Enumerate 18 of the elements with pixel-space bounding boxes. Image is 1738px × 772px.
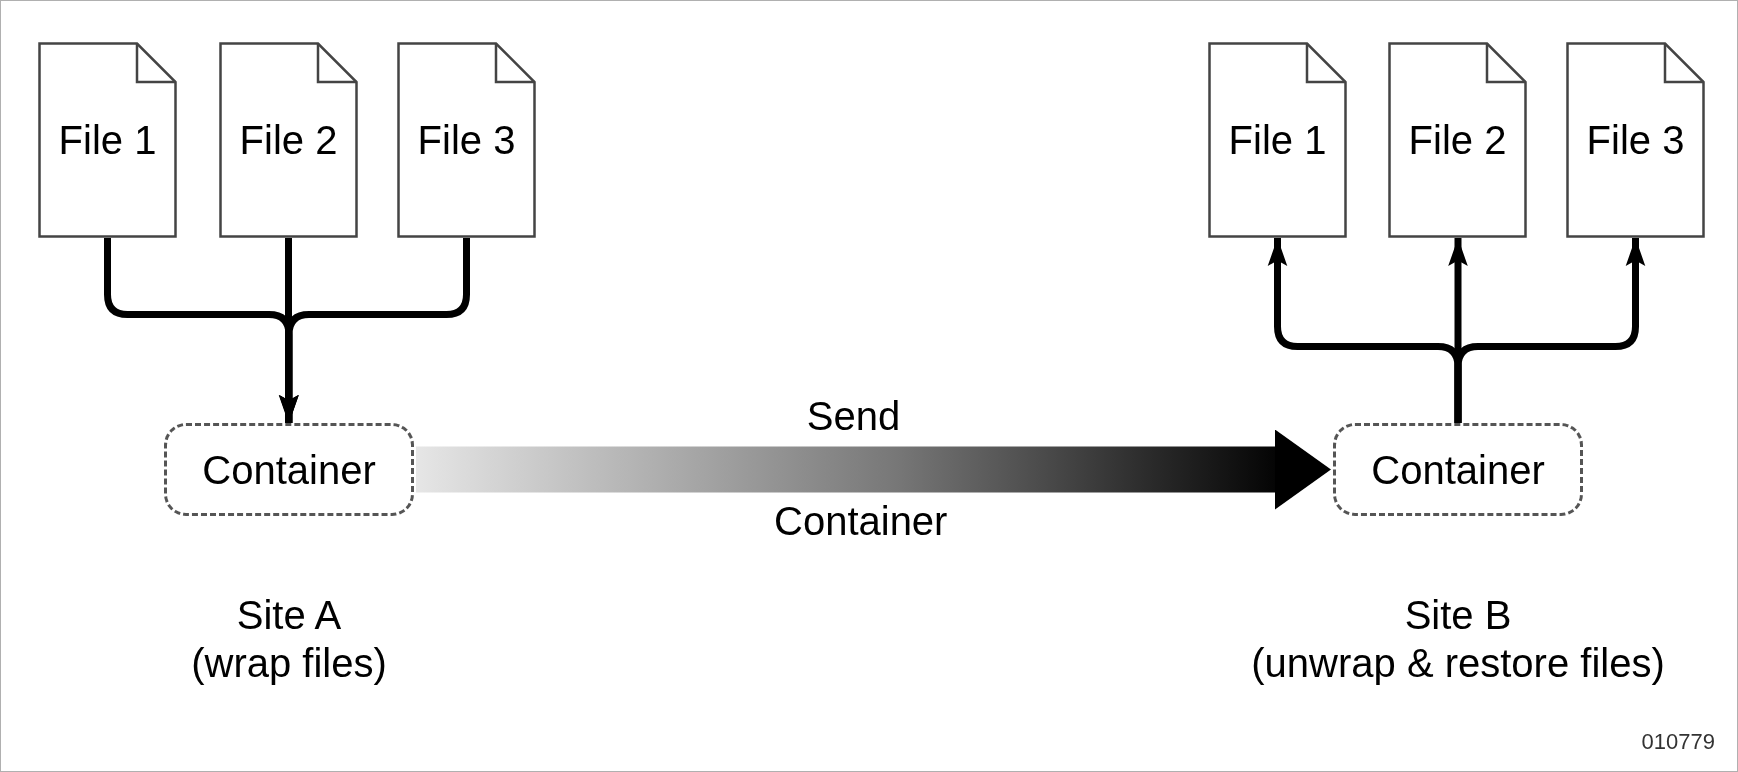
container-label: Container <box>202 446 376 494</box>
file-label: File 2 <box>1408 117 1507 164</box>
file-label: File 1 <box>58 117 157 164</box>
site-caption: Site B <box>1404 592 1512 639</box>
site-caption: Site A <box>236 592 342 639</box>
file-label: File 3 <box>1586 117 1685 164</box>
container-label: Container <box>1371 446 1545 494</box>
arrow <box>279 238 470 423</box>
arrow <box>1454 238 1646 423</box>
arrow <box>416 429 1331 510</box>
arrow-caption: Container <box>774 501 948 541</box>
arrow <box>278 238 299 423</box>
site-caption: (unwrap & restore files) <box>1251 640 1665 687</box>
site-caption: (wrap files) <box>191 640 387 687</box>
file-label: File 2 <box>239 117 338 164</box>
file-label: File 1 <box>1228 117 1327 164</box>
figure-number: 010779 <box>1641 731 1715 753</box>
file-label: File 3 <box>417 117 516 164</box>
